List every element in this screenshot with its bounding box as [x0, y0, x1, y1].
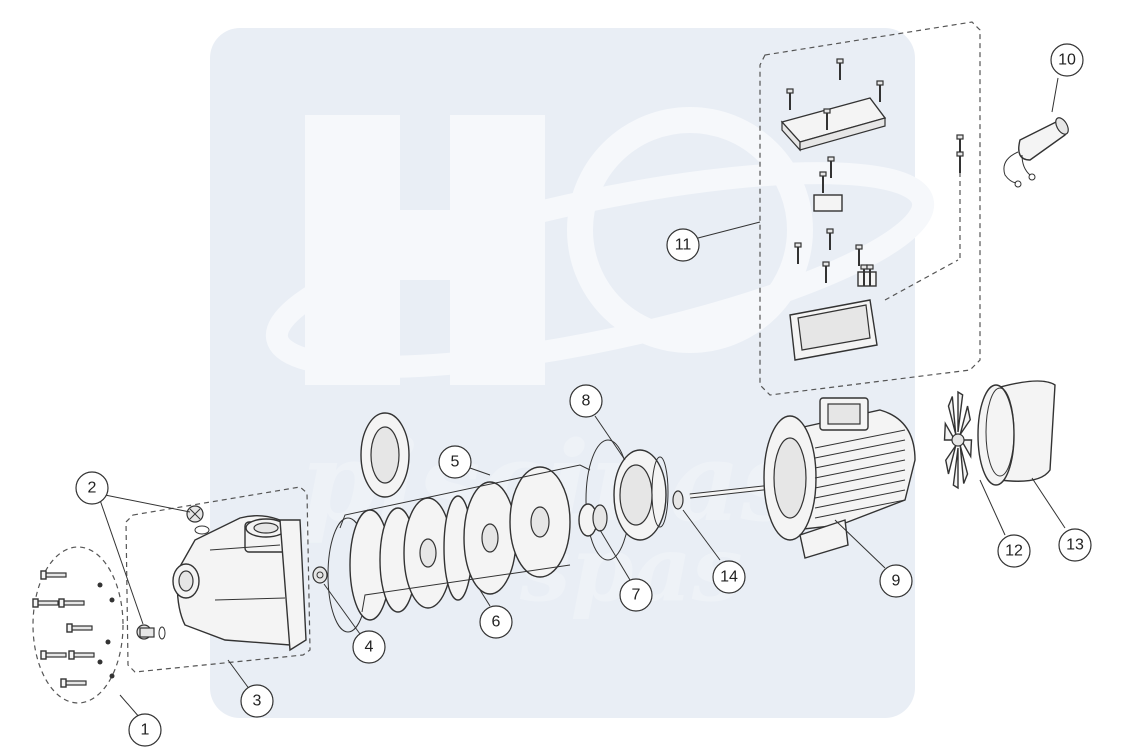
callout-circle-12: [997, 534, 1031, 568]
part-1-bolt-set: [32, 546, 124, 704]
callout-circle-9: [879, 564, 913, 598]
callout-circle-6: [479, 605, 513, 639]
callout-circle-7: [619, 578, 653, 612]
part-2-drain-plug: [136, 505, 210, 640]
part-9-motor: [689, 397, 916, 559]
callout-label-8: 8: [582, 393, 591, 410]
callout-label-1: 1: [141, 722, 150, 739]
part-11-terminal-box: [759, 21, 981, 396]
callout-label-10: 10: [1058, 52, 1076, 69]
callout-label-14: 14: [720, 569, 738, 586]
part-14-washer: [672, 490, 684, 510]
callout-label-9: 9: [892, 573, 901, 590]
part-8-seal-plate: [613, 449, 669, 541]
callout-circle-4: [352, 630, 386, 664]
callout-label-13: 13: [1066, 537, 1084, 554]
callout-circle-14: [712, 560, 746, 594]
part-4-nut: [312, 566, 328, 584]
callout-label-4: 4: [365, 639, 374, 656]
callout-label-6: 6: [492, 614, 501, 631]
leader-lines: [99, 77, 1066, 719]
callout-circle-1: [128, 713, 162, 747]
callout-label-7: 7: [632, 587, 641, 604]
callout-label-3: 3: [253, 693, 262, 710]
callout-circle-13: [1058, 528, 1092, 562]
part-12-fan: [943, 390, 973, 490]
callout-label-2: 2: [88, 480, 97, 497]
part-5-6-stage-stack: [327, 412, 631, 633]
part-3-pump-housing: [125, 486, 311, 673]
part-10-capacitor: [1003, 117, 1069, 188]
callout-circle-5: [438, 445, 472, 479]
callout-label-5: 5: [451, 454, 460, 471]
callout-circle-10: [1050, 43, 1084, 77]
part-7-shaft-seal: [578, 503, 608, 537]
callout-label-11: 11: [675, 237, 692, 254]
callout-circle-3: [240, 684, 274, 718]
callout-circle-11: [666, 228, 700, 262]
callout-circle-2: [75, 471, 109, 505]
part-13-fan-cover: [977, 380, 1056, 486]
callout-label-12: 12: [1005, 543, 1023, 560]
callout-circle-8: [569, 384, 603, 418]
